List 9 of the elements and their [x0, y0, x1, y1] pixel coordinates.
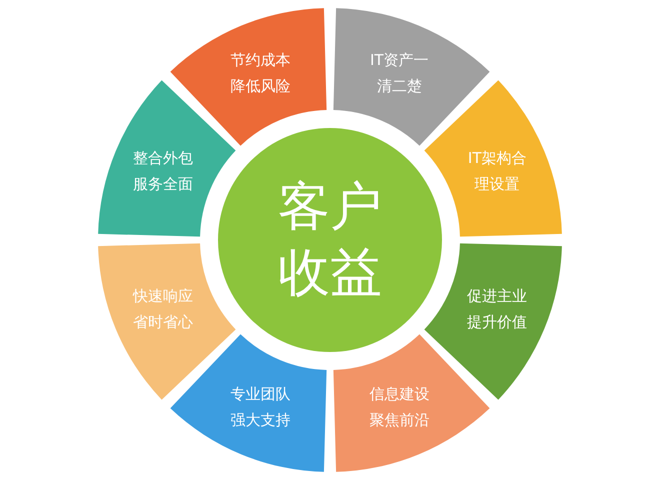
center-title: 客户收益 [277, 176, 383, 305]
segment-label: IT资产一清二楚 [368, 50, 430, 97]
segment-label: 专业团队强大支持 [230, 384, 292, 432]
segment-label: 信息建设聚焦前沿 [368, 384, 430, 432]
segment-label: 促进主业提升价值 [466, 286, 528, 334]
segment-label: IT架构合理设置 [466, 148, 528, 195]
segment-label: 快速响应省时省心 [132, 286, 194, 334]
segment-label: 整合外包服务全面 [132, 148, 194, 195]
segment-label: 节约成本降低风险 [230, 50, 292, 97]
